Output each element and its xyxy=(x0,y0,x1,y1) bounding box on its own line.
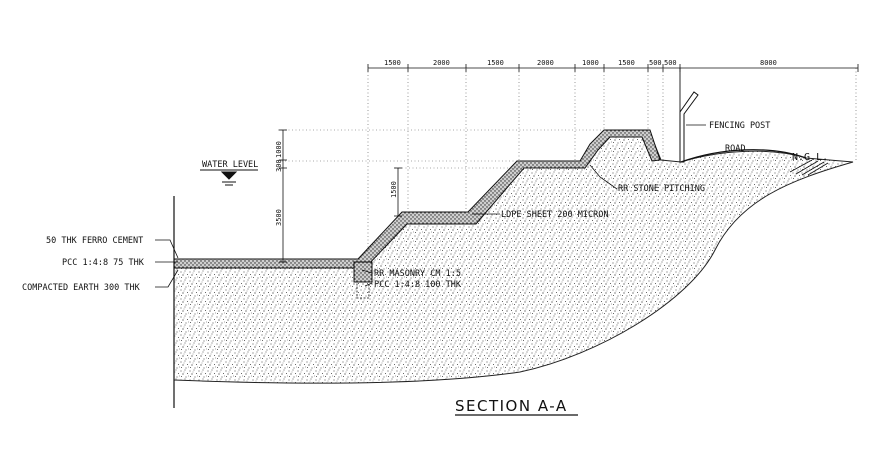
dim-500-b: 500 xyxy=(664,59,677,67)
vertical-dimensions xyxy=(279,129,402,263)
rr-stone-label: RR STONE PITCHING xyxy=(618,184,705,194)
compacted-earth-label: COMPACTED EARTH 300 THK xyxy=(22,283,141,293)
dim-300-vert: 300 xyxy=(275,159,283,172)
dim-1000: 1000 xyxy=(582,59,599,67)
pcc-100-label: PCC 1:4:8 100 THK xyxy=(374,280,462,290)
dim-1500-b: 1500 xyxy=(487,59,504,67)
ldpe-sheet-label: LDPE SHEET 200 MICRON xyxy=(501,210,608,220)
pcc-75-label: PCC 1:4:8 75 THK xyxy=(62,258,145,268)
rr-masonry-footing xyxy=(353,261,373,283)
ngl-label: N.G.L. xyxy=(792,152,828,163)
road-profile xyxy=(680,149,807,163)
ferro-cement-label: 50 THK FERRO CEMENT xyxy=(46,236,143,246)
fencing-post xyxy=(679,91,699,163)
dim-1500-a: 1500 xyxy=(384,59,401,67)
dim-2000-b: 2000 xyxy=(537,59,554,67)
water-level-label: WATER LEVEL xyxy=(202,160,258,170)
water-level-symbol xyxy=(200,169,258,186)
dim-3500-vert: 3500 xyxy=(275,209,283,226)
dim-1500-vert: 1500 xyxy=(390,181,398,198)
ferro-cement-lining xyxy=(173,129,661,269)
rr-masonry-label: RR MASONRY CM 1:5 xyxy=(374,269,461,279)
dim-500-a: 500 xyxy=(649,59,662,67)
dim-1500-c: 1500 xyxy=(618,59,635,67)
road-label: ROAD xyxy=(725,144,745,154)
leader-lines xyxy=(155,124,706,288)
fencing-post-label: FENCING POST xyxy=(709,121,770,131)
dim-2000-a: 2000 xyxy=(433,59,450,67)
ngl-hatch xyxy=(789,159,829,176)
dim-8000: 8000 xyxy=(760,59,777,67)
top-dimension-labels: 1500 2000 1500 2000 1000 1500 500 500 80… xyxy=(384,59,777,67)
section-title: SECTION A-A xyxy=(455,397,568,415)
ground-body xyxy=(173,132,854,384)
dim-1000-vert: 1000 xyxy=(275,141,283,158)
